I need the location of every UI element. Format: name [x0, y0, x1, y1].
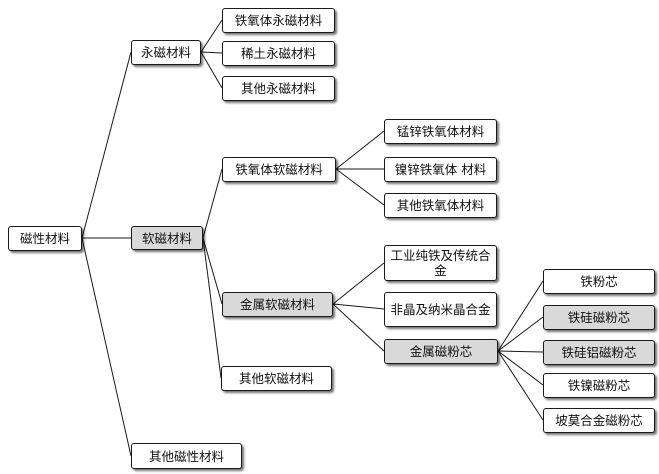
node-fesi-powder-core: 铁硅磁粉芯 — [543, 305, 655, 330]
node-ferrite-soft: 铁氧体软磁材料 — [222, 157, 336, 182]
node-label: 坡莫合金磁粉芯 — [555, 413, 643, 428]
edge-metalsoft-amorphous — [332, 303, 385, 310]
edge-permanent-ferrite — [200, 19, 223, 53]
node-label: 永磁材料 — [140, 45, 191, 60]
node-other-magnetic-materials: 其他磁性材料 — [131, 443, 242, 469]
node-label: 镍锌铁氧体 材料 — [394, 162, 487, 177]
node-label: 其他磁性材料 — [148, 448, 224, 464]
node-nizn-ferrite: 镍锌铁氧体 材料 — [384, 157, 497, 182]
edge-soft-metal — [202, 237, 223, 305]
edge-permanent-other — [200, 51, 223, 89]
node-label: 非晶及纳米晶合金 — [390, 302, 491, 317]
node-label: 软磁材料 — [141, 230, 192, 246]
node-magnetic-materials: 磁性材料 — [8, 226, 82, 251]
node-other-ferrite: 其他铁氧体材料 — [384, 193, 497, 218]
node-label: 锰锌铁氧体材料 — [396, 124, 485, 139]
node-label: 铁氧体永磁材料 — [234, 13, 323, 28]
node-label: 工业纯铁及传统合金 — [390, 248, 491, 278]
node-fesial-powder-core: 铁硅铝磁粉芯 — [543, 340, 655, 365]
node-label: 金属软磁材料 — [239, 297, 315, 312]
edge-root-other — [81, 237, 132, 457]
edge-root-permanent — [81, 51, 132, 239]
node-other-soft: 其他软磁材料 — [221, 366, 332, 391]
edge-powdercore-fesi — [497, 316, 544, 352]
edge-permanent-rareearth — [200, 51, 223, 54]
node-label: 磁性材料 — [19, 231, 70, 246]
node-label: 其他软磁材料 — [238, 371, 314, 386]
edge-soft-other — [202, 237, 222, 379]
node-mnzn-ferrite: 锰锌铁氧体材料 — [384, 119, 497, 144]
node-label: 铁镍磁粉芯 — [567, 378, 631, 393]
node-label: 金属磁粉芯 — [409, 344, 473, 359]
edge-powdercore-mpp — [497, 350, 544, 421]
node-ferrite-permanent: 铁氧体永磁材料 — [222, 8, 335, 33]
node-permanent-magnetic-materials: 永磁材料 — [131, 40, 201, 65]
node-feni-powder-core: 铁镍磁粉芯 — [543, 373, 655, 398]
node-label: 稀土永磁材料 — [240, 46, 316, 61]
node-other-permanent: 其他永磁材料 — [222, 76, 335, 101]
node-metal-powder-core: 金属磁粉芯 — [384, 339, 498, 364]
edge-powdercore-iron — [497, 280, 544, 352]
edge-soft-ferrite — [202, 168, 223, 239]
node-rare-earth-permanent: 稀土永磁材料 — [222, 41, 335, 66]
edge-metalsoft-pureiron — [332, 262, 385, 305]
node-label: 铁粉芯 — [580, 274, 618, 289]
edge-ferritesoft-mnzn — [335, 130, 385, 170]
node-label: 铁硅磁粉芯 — [567, 310, 631, 325]
edge-metalsoft-powdercore — [332, 303, 385, 352]
edge-powdercore-fesial — [497, 350, 544, 353]
node-label: 其他永磁材料 — [240, 81, 316, 96]
node-label: 铁硅铝磁粉芯 — [561, 345, 637, 360]
node-label: 其他铁氧体材料 — [396, 198, 485, 213]
node-soft-magnetic-materials: 软磁材料 — [131, 226, 203, 250]
edge-powdercore-feni — [497, 350, 544, 386]
edge-ferritesoft-other — [335, 168, 385, 206]
node-mpp-powder-core: 坡莫合金磁粉芯 — [543, 408, 655, 433]
node-label: 铁氧体软磁材料 — [235, 162, 323, 177]
node-metal-soft: 金属软磁材料 — [222, 292, 333, 317]
node-amorphous-nano-alloy: 非晶及纳米晶合金 — [384, 292, 497, 327]
node-iron-powder-core: 铁粉芯 — [543, 269, 655, 294]
node-pure-iron-alloy: 工业纯铁及传统合金 — [384, 245, 497, 281]
